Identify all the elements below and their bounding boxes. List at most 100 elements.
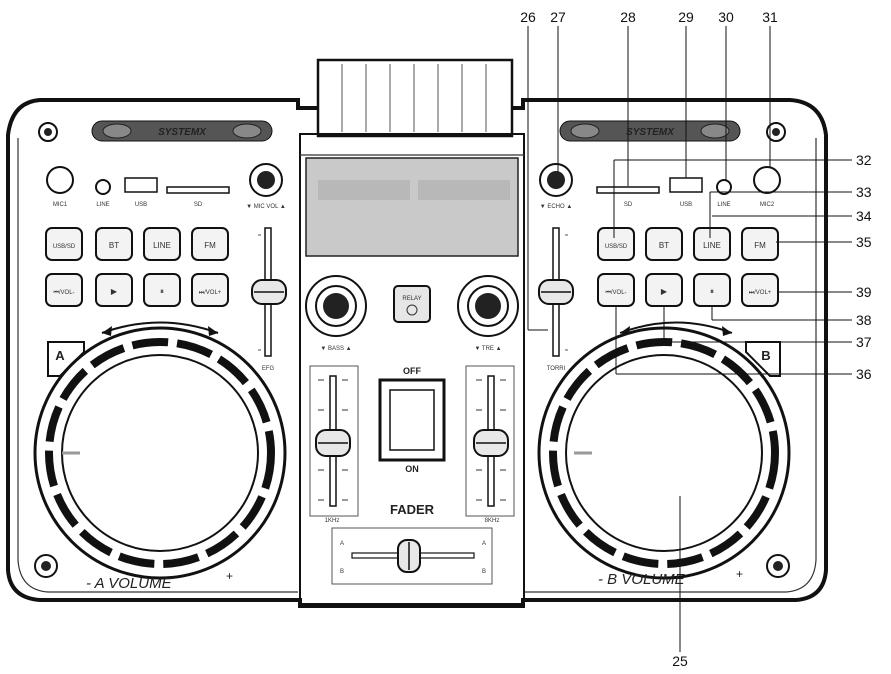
svg-text:USB/SD: USB/SD	[605, 244, 628, 250]
svg-text:FM: FM	[754, 241, 766, 250]
line-button-left[interactable]	[143, 227, 181, 261]
brand-logo-right: SYSTEMX	[559, 120, 741, 142]
svg-text:MIC1: MIC1	[53, 202, 68, 208]
prev-vol-down-button-left[interactable]	[45, 273, 83, 307]
svg-text:A: A	[482, 541, 486, 547]
center-panel	[299, 133, 525, 605]
mic1-jack[interactable]	[46, 166, 74, 194]
pitch-slider-left[interactable]: EFG	[251, 227, 287, 372]
callout-leaders	[527, 26, 852, 652]
svg-text:SYSTEMX: SYSTEMX	[626, 127, 675, 138]
svg-text:OFF: OFF	[403, 366, 421, 376]
svg-text:A: A	[55, 348, 65, 363]
channel-fader-right[interactable]: 8KHz	[465, 365, 515, 524]
svg-text:⏮/VOL-: ⏮/VOL-	[53, 290, 74, 296]
pitch-slider-right[interactable]: TORRI	[538, 227, 574, 372]
bt-button-left[interactable]	[95, 227, 133, 261]
svg-text:▶: ▶	[661, 287, 668, 296]
svg-text:SYSTEMX: SYSTEMX	[158, 127, 207, 138]
svg-text:⏮/VOL-: ⏮/VOL-	[605, 290, 626, 296]
channel-fader-left[interactable]: 1KHz	[309, 365, 359, 524]
line-in-jack-left[interactable]	[95, 179, 111, 195]
svg-text:SD: SD	[624, 202, 633, 208]
svg-text:1KHz: 1KHz	[325, 518, 340, 524]
svg-text:- A VOLUME: - A VOLUME	[86, 575, 173, 592]
svg-text:28: 28	[620, 9, 636, 25]
svg-text:USB: USB	[135, 202, 147, 208]
left-transport-buttons: ⏮/VOL- ▶ ⏸ ⏭/VOL+	[45, 273, 229, 307]
svg-text:⏸: ⏸	[160, 287, 164, 296]
pause-button-left[interactable]	[143, 273, 181, 307]
usb-port-left[interactable]	[124, 177, 158, 193]
svg-text:B: B	[482, 569, 486, 575]
svg-text:30: 30	[718, 9, 734, 25]
svg-text:FM: FM	[204, 241, 216, 250]
svg-text:▶: ▶	[111, 287, 118, 296]
sd-slot-right[interactable]	[596, 186, 660, 194]
display-screen	[305, 157, 519, 257]
left-source-buttons: USB/SD BT LINE FM	[45, 227, 229, 261]
line-in-jack-right[interactable]	[716, 179, 732, 195]
svg-text:B: B	[340, 569, 344, 575]
left-input-row: MIC1 LINE USB SD ▼ MIC VOL ▲	[46, 163, 286, 210]
callout-numbers: 26 27 28 29 30 31 32 33 34 35 39 38 37 3…	[520, 9, 872, 669]
svg-text:A: A	[340, 541, 344, 547]
svg-text:ON: ON	[405, 464, 419, 474]
right-input-row: ▼ ECHO ▲ SD USB LINE MIC2	[539, 163, 781, 210]
svg-text:EFG: EFG	[262, 366, 275, 372]
line-button-right[interactable]	[693, 227, 731, 261]
jog-wheel-left[interactable]	[33, 326, 287, 580]
svg-text:LINE: LINE	[703, 241, 721, 250]
usb-port-right[interactable]	[669, 177, 703, 193]
fader-label: FADER	[390, 502, 435, 517]
svg-text:31: 31	[762, 9, 778, 25]
usb-sd-button-right[interactable]	[597, 227, 635, 261]
svg-text:- B VOLUME: - B VOLUME	[598, 571, 686, 588]
screw	[38, 122, 58, 142]
svg-text:34: 34	[856, 208, 872, 224]
svg-text:▼ BASS ▲: ▼ BASS ▲	[320, 346, 351, 352]
svg-text:32: 32	[856, 152, 872, 168]
svg-text:35: 35	[856, 234, 872, 250]
fm-button-right[interactable]	[741, 227, 779, 261]
svg-text:8KHz: 8KHz	[485, 518, 500, 524]
svg-text:▼ ECHO ▲: ▼ ECHO ▲	[540, 204, 573, 210]
svg-text:26: 26	[520, 9, 536, 25]
svg-text:38: 38	[856, 312, 872, 328]
svg-text:USB: USB	[680, 202, 692, 208]
svg-text:+: +	[736, 567, 743, 581]
svg-text:RELAY: RELAY	[402, 296, 421, 302]
svg-text:USB/SD: USB/SD	[53, 244, 76, 250]
svg-text:LINE: LINE	[717, 202, 730, 208]
svg-text:SD: SD	[194, 202, 203, 208]
bt-button-right[interactable]	[645, 227, 683, 261]
svg-text:⏸: ⏸	[710, 287, 714, 296]
svg-text:MIC2: MIC2	[760, 202, 775, 208]
brand-logo-left: SYSTEMX	[91, 120, 273, 142]
right-source-buttons: USB/SD BT LINE FM	[597, 227, 779, 261]
next-vol-up-button-left[interactable]	[191, 273, 229, 307]
fm-button-left[interactable]	[191, 227, 229, 261]
screw	[34, 554, 58, 578]
svg-text:+: +	[226, 569, 233, 583]
svg-text:BT: BT	[659, 241, 669, 250]
mic2-jack[interactable]	[753, 166, 781, 194]
next-vol-up-button-right[interactable]	[741, 273, 779, 307]
svg-text:36: 36	[856, 366, 872, 382]
play-button-left[interactable]	[95, 273, 133, 307]
svg-text:33: 33	[856, 184, 872, 200]
svg-text:▼ TRE ▲: ▼ TRE ▲	[474, 346, 501, 352]
carry-handle	[316, 58, 514, 138]
sd-slot-left[interactable]	[166, 186, 230, 194]
svg-text:⏭/VOL+: ⏭/VOL+	[199, 290, 222, 296]
jog-wheel-right[interactable]	[537, 326, 791, 580]
power-switch[interactable]: OFF ON	[378, 366, 446, 474]
relay-button[interactable]: RELAY	[393, 285, 431, 323]
svg-text:LINE: LINE	[153, 241, 171, 250]
usb-sd-button-left[interactable]	[45, 227, 83, 261]
bass-knob[interactable]: ▼ BASS ▲	[305, 275, 367, 352]
crossfader[interactable]: A A B B	[331, 527, 493, 585]
treble-knob[interactable]: ▼ TRE ▲	[457, 275, 519, 352]
svg-text:27: 27	[550, 9, 566, 25]
